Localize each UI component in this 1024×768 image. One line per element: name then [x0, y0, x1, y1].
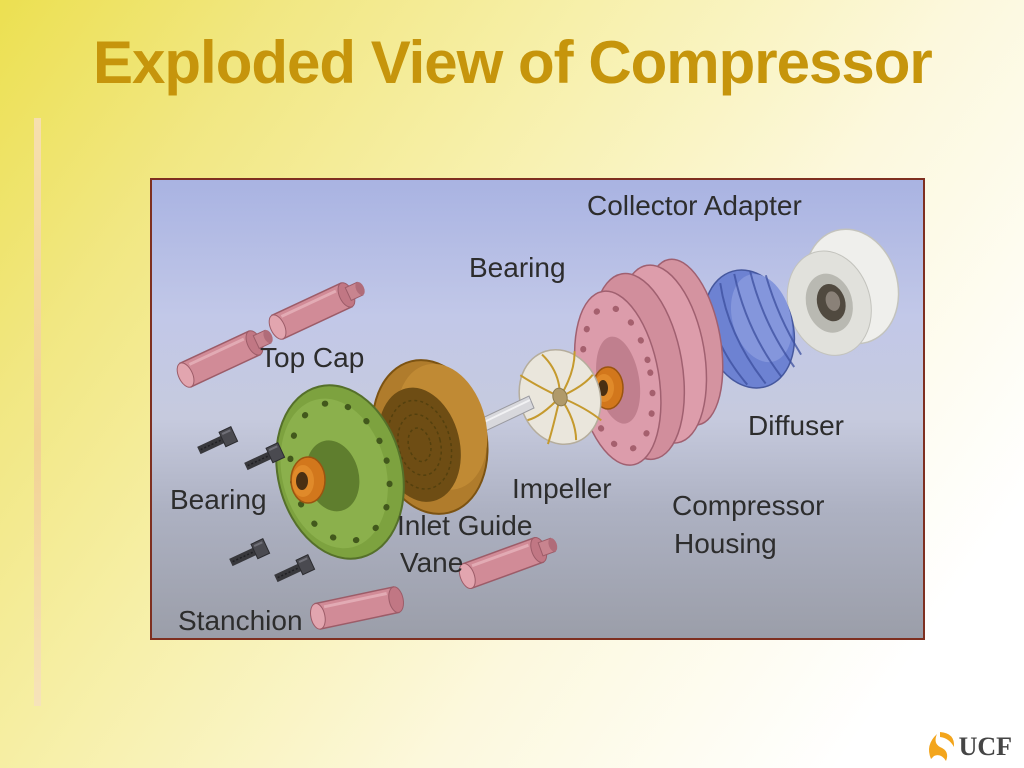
label-compressor-housing-line2: Housing [674, 528, 777, 559]
label-bearing-lower: Bearing [170, 484, 267, 515]
collector-adapter-part [786, 228, 900, 356]
front-cover-hub [290, 456, 326, 504]
bearing-bolt-1 [197, 426, 239, 455]
ucf-logo-text: UCF [958, 732, 1012, 761]
label-compressor-housing-line1: Compressor [672, 490, 824, 521]
ucf-logo: UCF [924, 729, 1012, 765]
diagram-frame: Collector Adapter Bearing Top Cap Bearin… [150, 178, 925, 640]
vane-cylinder [458, 536, 558, 590]
impeller-part [518, 348, 602, 446]
label-inlet-guide-vane-line2: Vane [400, 547, 463, 578]
label-stanchion: Stanchion [178, 605, 303, 636]
diffuser-part [702, 269, 802, 389]
label-impeller: Impeller [512, 473, 612, 504]
top-cap-cylinder-1 [268, 281, 365, 340]
label-inlet-guide-vane-line1: Inlet Guide [397, 510, 532, 541]
label-collector-adapter: Collector Adapter [587, 190, 802, 221]
stanchion-bolt-2 [274, 554, 316, 583]
label-top-cap: Top Cap [260, 342, 364, 373]
top-cap-cylinder-2 [176, 329, 273, 388]
stanchion-cylinder [310, 586, 404, 630]
compressor-housing-part [573, 258, 724, 466]
slide-title: Exploded View of Compressor [93, 29, 933, 96]
bearing-bolt-2 [244, 442, 286, 471]
compressor-exploded-diagram: Collector Adapter Bearing Top Cap Bearin… [170, 190, 900, 636]
slide-accent-bar [34, 118, 41, 706]
stanchion-bolt-1 [229, 538, 271, 567]
label-diffuser: Diffuser [748, 410, 844, 441]
label-bearing-upper: Bearing [469, 252, 566, 283]
ucf-pegasus-icon [928, 732, 954, 761]
